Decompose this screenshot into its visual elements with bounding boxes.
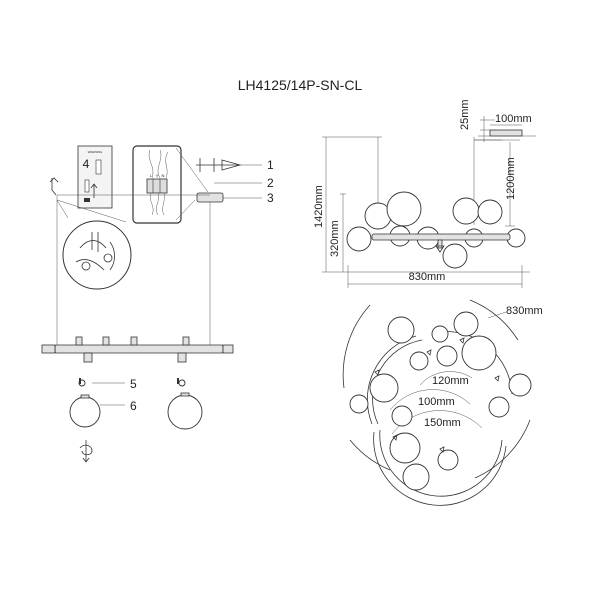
ceiling-bolts [196,158,242,172]
dim-1200mm: 1200mm [505,157,517,200]
callout-5: 5 [130,377,137,391]
callout-6: 6 [130,399,137,413]
cable-grip-detail [56,199,132,290]
plan-view: 830mm 120mm 100mm 150mm [342,299,543,506]
canopy [196,192,224,203]
twist-arrow-icon [79,440,93,463]
lamp-bar [41,336,234,363]
model-title: LH4125/14P-SN-CL [238,77,363,93]
dim-830mm-width: 830mm [409,271,446,283]
terminal-label-earth: ⏚ [155,172,159,178]
wiring-box: L ⏚ N [132,145,209,224]
warning-heading: WARNING [88,150,103,154]
dim-830mm-plan: 830mm [506,305,543,317]
dim-100mm-canopy: 100mm [495,113,532,125]
bulbs [78,378,186,387]
callout-1: 1 [267,158,274,172]
exploded-view: WARNING 4 L ⏚ N [41,145,274,463]
glass-globe-large [167,394,203,430]
terminal-label-l: L [150,173,153,178]
elevation-view: 25mm 100mm 1420mm 320mm 1200mm 830mm [313,99,536,288]
dim-100mm-plan: 100mm [418,396,455,408]
terminal-label-n: N [162,173,165,178]
callout-2: 2 [267,176,274,190]
dim-1420mm: 1420mm [313,185,325,228]
glass-globe-small [69,396,101,428]
dim-25mm: 25mm [459,99,471,130]
warning-number: 4 [83,157,90,171]
dim-120mm: 120mm [432,375,469,387]
dim-320mm: 320mm [329,220,341,257]
warning-box: WARNING 4 [77,145,113,209]
callout-3: 3 [267,191,274,205]
dim-150mm: 150mm [424,417,461,429]
